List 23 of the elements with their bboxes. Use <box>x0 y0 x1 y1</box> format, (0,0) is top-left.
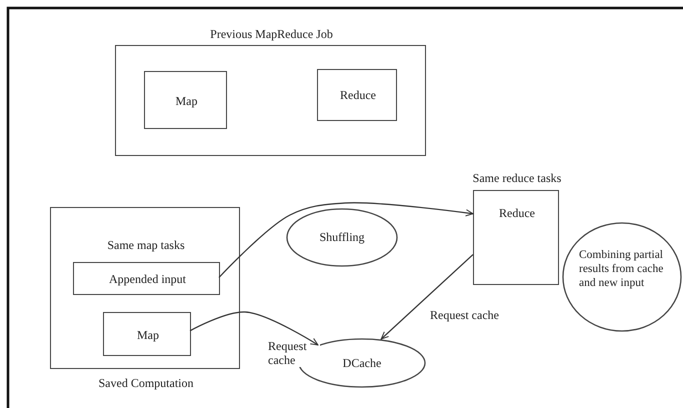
node-label: DCache <box>342 356 382 370</box>
process-ellipse <box>286 208 398 267</box>
arrow <box>190 311 318 346</box>
node-label: Map <box>136 328 160 342</box>
process-box <box>73 262 220 295</box>
node-label: Map <box>174 94 198 108</box>
arrow <box>380 254 474 340</box>
process-box <box>103 312 191 356</box>
group-heading: Previous MapReduce Job <box>209 27 334 41</box>
process-box <box>317 69 397 121</box>
arrow <box>218 202 474 278</box>
edge-label: Request cache <box>430 308 499 322</box>
group-caption: Saved Computation <box>98 376 194 390</box>
note-ellipse <box>562 222 682 332</box>
process-box <box>144 71 227 129</box>
node-label: Reduce <box>339 88 377 102</box>
node-label: Combining partial results from cache and new input <box>579 248 664 290</box>
group-heading: Same reduce tasks <box>472 171 562 185</box>
edge-label: Request cache <box>268 339 320 367</box>
node-label: Shuffling <box>318 230 366 244</box>
node-label: Appended input <box>108 272 187 286</box>
node-label: Reduce <box>498 206 536 220</box>
group-heading: Same map tasks <box>106 238 186 252</box>
